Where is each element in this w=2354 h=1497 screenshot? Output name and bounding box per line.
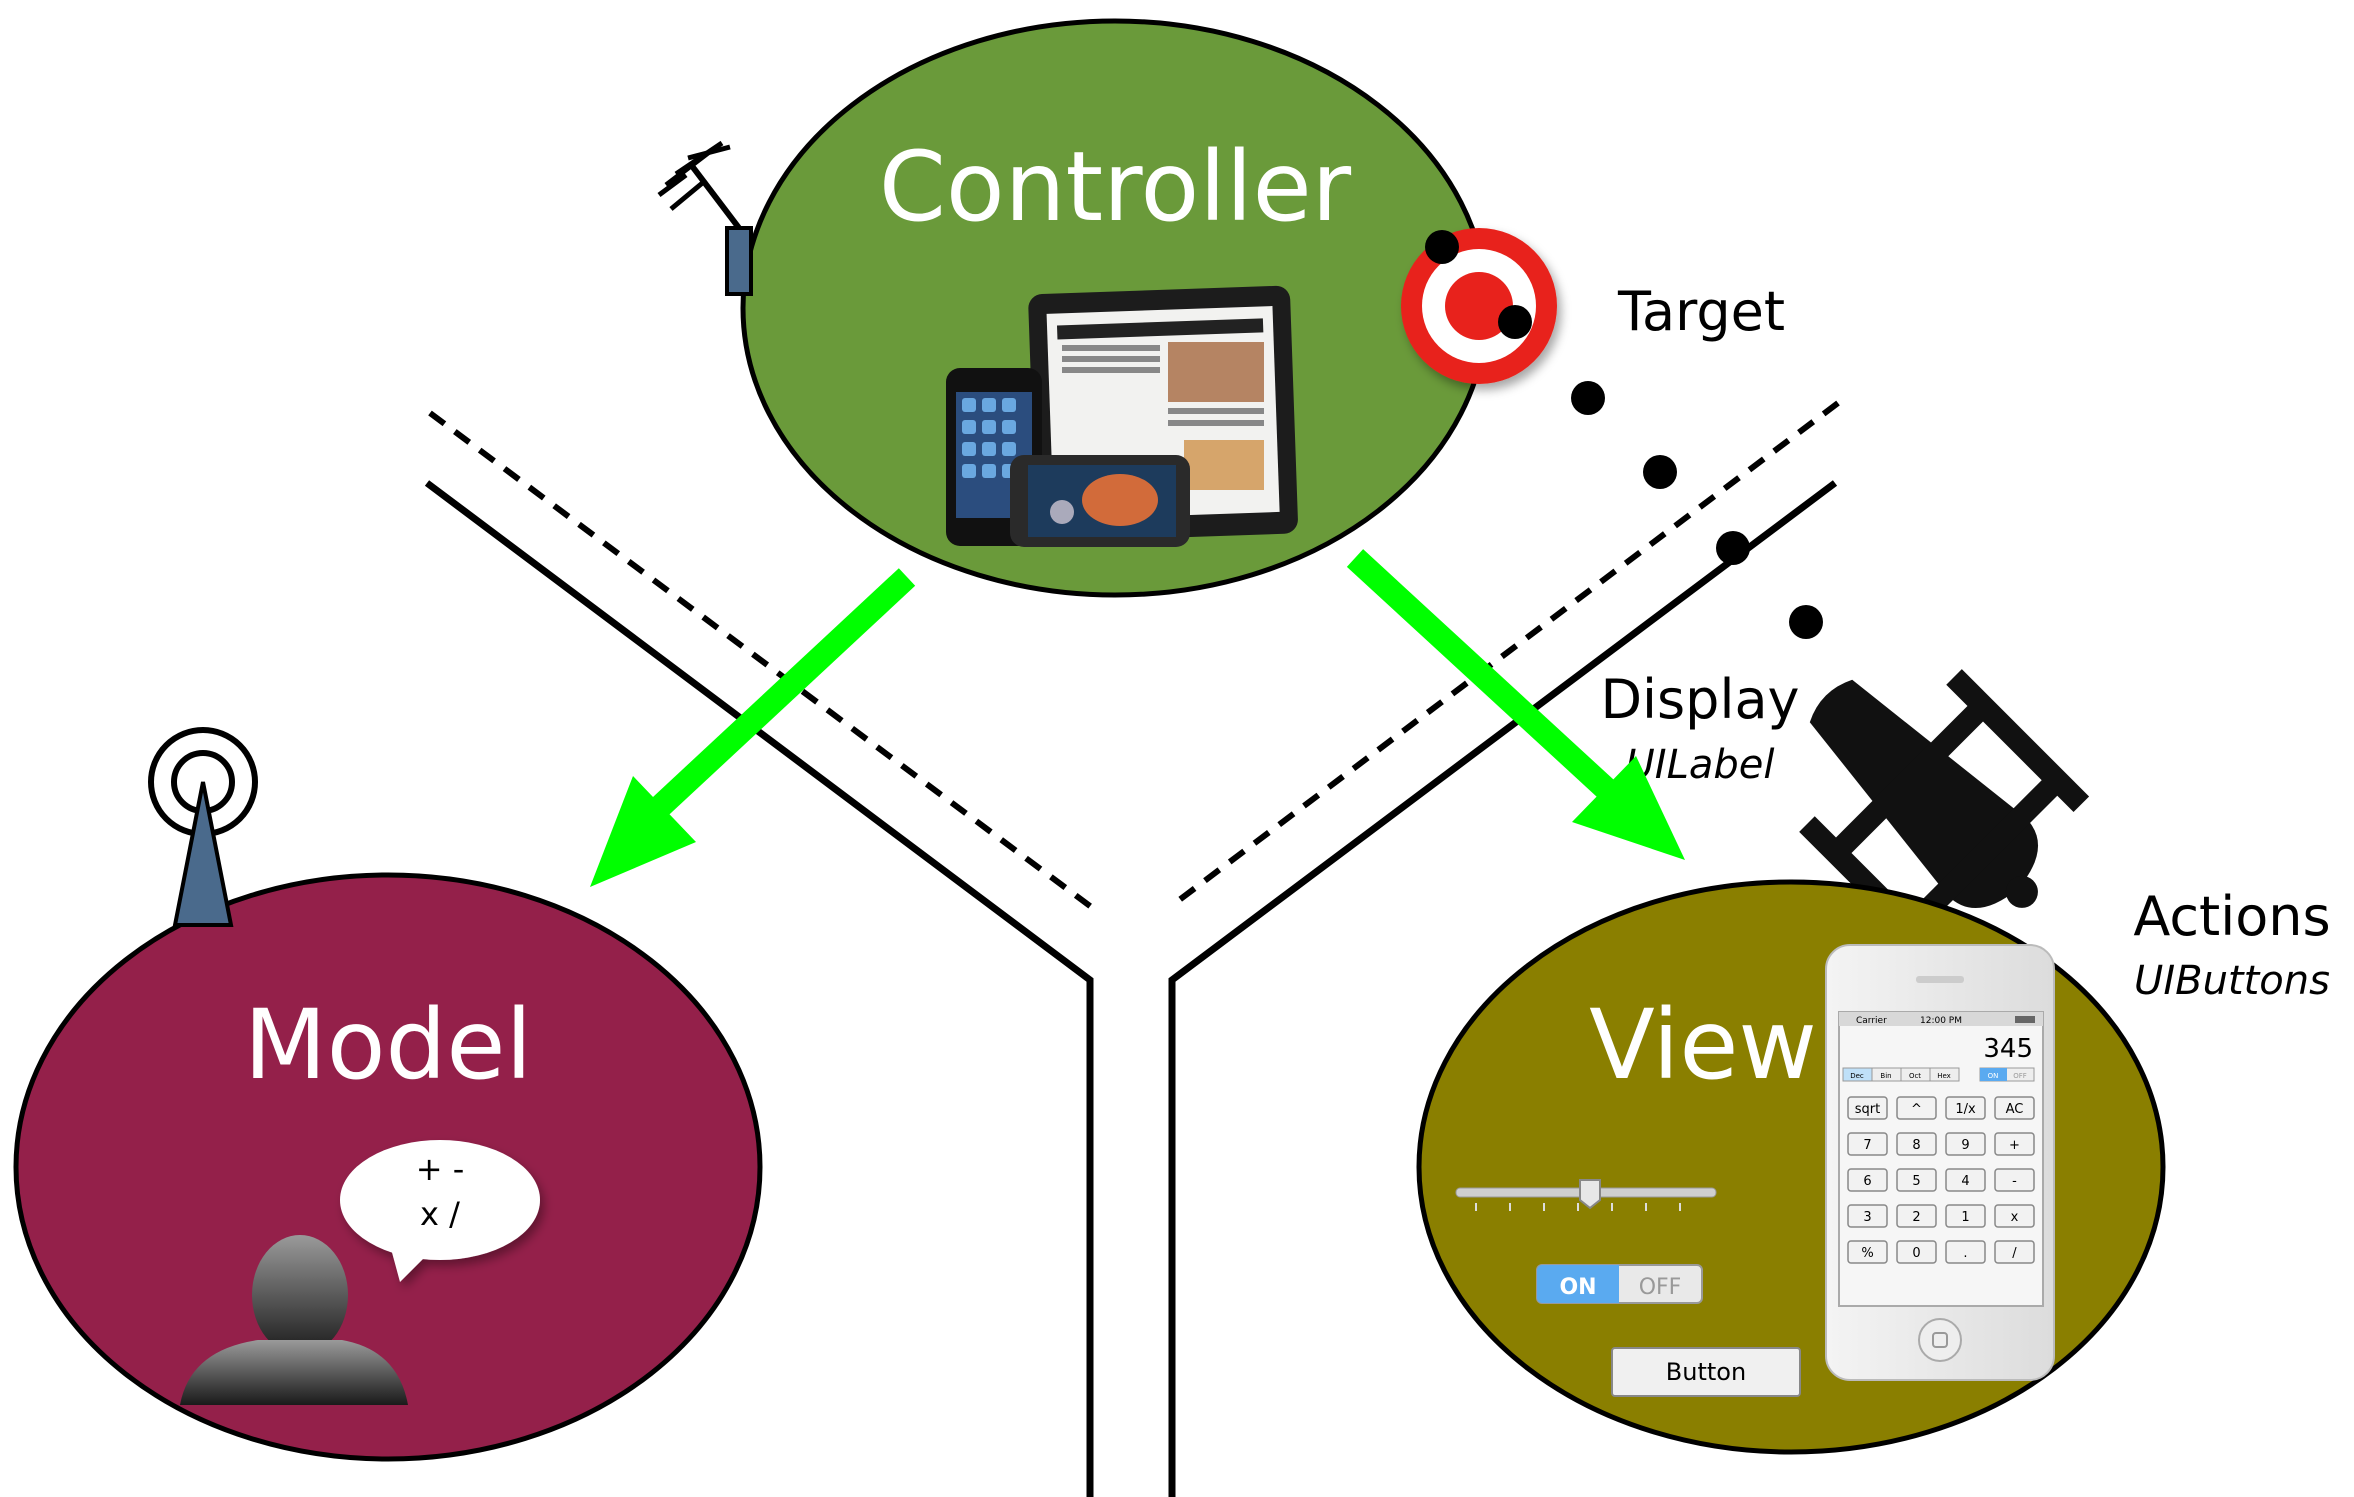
calc-key[interactable] [1945, 1168, 1986, 1192]
calc-key-label: % [1861, 1246, 1873, 1261]
tv-antenna-icon [657, 140, 753, 296]
phone-time: 12:00 PM [1920, 1016, 1962, 1026]
calc-key[interactable] [1994, 1168, 2035, 1192]
calc-key[interactable] [1896, 1240, 1937, 1264]
calc-key-label: 1 [1961, 1210, 1969, 1225]
calc-key[interactable] [1896, 1132, 1937, 1156]
switch-on-label: ON [1559, 1275, 1596, 1300]
sample-button[interactable] [1611, 1347, 1801, 1397]
devices-image [946, 285, 1298, 547]
divider-lines [424, 400, 1840, 1497]
sample-button-label: Button [1666, 1358, 1746, 1386]
on-off-switch[interactable] [1536, 1264, 1703, 1304]
calc-key-label: 9 [1961, 1138, 1969, 1153]
calc-key[interactable] [1945, 1204, 1986, 1228]
calc-key-label: . [1963, 1246, 1967, 1261]
display-label: Display [1600, 668, 1799, 731]
calc-key[interactable] [1994, 1096, 2035, 1120]
home-button[interactable] [1918, 1318, 1962, 1362]
target-icon [1401, 228, 1557, 384]
view-label: View [1589, 989, 1817, 1101]
calc-key[interactable] [1896, 1168, 1937, 1192]
radio-tower-icon [148, 727, 258, 927]
controller-label: Controller [879, 131, 1352, 243]
cannon-icon [1799, 669, 2090, 960]
actions-sublabel: UIButtons [2134, 958, 2330, 1004]
mini-toggle[interactable] [1979, 1067, 2035, 1082]
calc-key-label: 1/x [1955, 1102, 1976, 1117]
calc-key-label: / [2012, 1246, 2017, 1261]
calc-key[interactable] [1896, 1096, 1937, 1120]
mode-bin[interactable]: Bin [1880, 1072, 1891, 1080]
model-node: Model + - x / [13, 727, 763, 1462]
calc-key-label: x [2011, 1210, 2019, 1225]
calc-key[interactable] [1896, 1204, 1937, 1228]
speech-bubble-line2: x / [420, 1195, 460, 1233]
calc-key[interactable] [1847, 1204, 1888, 1228]
calculator-keypad: sqrt ^ 1/x AC 7 8 9 +6 5 4 - 3 2 1 x% 0. / [1847, 1096, 2035, 1264]
calc-key-label: 8 [1912, 1138, 1920, 1153]
phone-carrier: Carrier [1856, 1016, 1887, 1026]
phone-mockup: Carrier 12:00 PM 345 Dec Bin Oct Hex ON … [1825, 944, 2055, 1381]
controller-to-model-arrow [590, 568, 916, 887]
calc-key[interactable] [1847, 1168, 1888, 1192]
speech-bubble-line1: + - [416, 1150, 465, 1188]
actions-label: Actions [2133, 885, 2330, 948]
mini-toggle-off: OFF [2013, 1072, 2027, 1080]
calc-key[interactable] [1994, 1204, 2035, 1228]
calc-key[interactable] [1847, 1096, 1888, 1120]
calc-key-label: 2 [1912, 1210, 1920, 1225]
target-label: Target [1617, 280, 1785, 343]
calc-key-label: 6 [1863, 1174, 1871, 1189]
calc-key-label: + [2009, 1138, 2020, 1153]
calc-key[interactable] [1945, 1096, 1986, 1120]
calc-key-label: 4 [1961, 1174, 1969, 1189]
calc-key-label: 7 [1863, 1138, 1871, 1153]
calc-key[interactable] [1847, 1240, 1888, 1264]
model-label: Model [244, 989, 532, 1101]
mini-toggle-on: ON [1988, 1072, 1999, 1080]
left-solid-divider [424, 480, 1094, 1497]
calc-key-label: AC [2006, 1102, 2024, 1117]
view-node: View ON OFF Button [1416, 879, 2166, 1455]
calc-key-label: - [2012, 1174, 2017, 1189]
calc-key-label: 0 [1912, 1246, 1920, 1261]
mode-selector[interactable] [1842, 1067, 1960, 1082]
mode-oct[interactable]: Oct [1909, 1072, 1921, 1080]
right-dashed-divider [1168, 400, 1840, 910]
calc-key-label: 5 [1912, 1174, 1920, 1189]
calc-key[interactable] [1945, 1132, 1986, 1156]
slider-widget[interactable] [1455, 1179, 1717, 1211]
right-solid-divider [1168, 480, 1838, 1497]
left-dashed-divider [428, 410, 1100, 915]
controller-to-view-arrow [1346, 549, 1685, 860]
phone-display-value: 345 [1983, 1034, 2033, 1064]
mode-dec[interactable]: Dec [1850, 1072, 1864, 1080]
calc-key[interactable] [1847, 1132, 1888, 1156]
mode-hex[interactable]: Hex [1937, 1072, 1951, 1080]
speech-bubble [340, 1140, 540, 1282]
calc-key-label: ^ [1911, 1102, 1922, 1117]
calc-key[interactable] [1945, 1240, 1986, 1264]
calc-key-label: 3 [1863, 1210, 1871, 1225]
switch-off-label: OFF [1639, 1275, 1682, 1300]
calc-key-label: sqrt [1855, 1102, 1880, 1117]
person-icon [180, 1235, 408, 1405]
cannonball-dots [1425, 230, 1823, 639]
controller-node: Controller [657, 18, 1490, 598]
slider-thumb[interactable] [1579, 1179, 1601, 1210]
calc-key[interactable] [1994, 1132, 2035, 1156]
calc-key[interactable] [1994, 1240, 2035, 1264]
display-sublabel: UILabel [1626, 742, 1775, 788]
